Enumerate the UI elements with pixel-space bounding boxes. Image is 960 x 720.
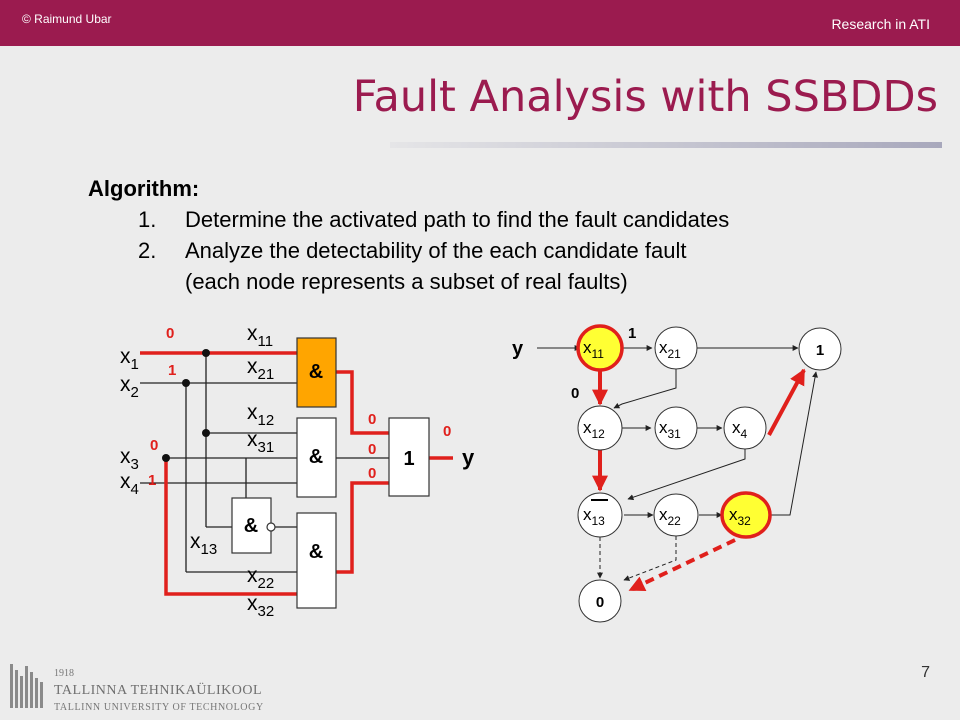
university-logo: 1918 TALLINNA TEHNIKAÜLIKOOL TALLINN UNI… xyxy=(10,664,264,713)
terminal-node-0: 0 xyxy=(578,579,622,623)
logic-circuit: & & & & 1 x1 x2 x3 x4 x11 x21 x12 x31 x1… xyxy=(120,322,475,620)
header-bar: © Raimund Ubar Research in ATI xyxy=(0,0,960,46)
course-title: Research in ATI xyxy=(831,16,930,32)
branch-x32-label: x32 xyxy=(247,592,274,620)
title-underline xyxy=(390,142,942,148)
value-g2-out: 0 xyxy=(368,441,376,458)
junction-dot xyxy=(202,429,210,437)
edge-x4-x13 xyxy=(627,449,746,501)
value-x2: 1 xyxy=(168,362,176,379)
nand-gate-label: & xyxy=(244,515,258,537)
algorithm-note: (each node represents a subset of real f… xyxy=(185,269,628,294)
circuit-wires xyxy=(140,353,389,573)
ssbdd-edges xyxy=(537,345,818,581)
input-x3-label: x3 xyxy=(120,445,139,473)
node-x22: x22 xyxy=(653,493,699,537)
algorithm-step-1: 1. Determine the activated path to find t… xyxy=(88,204,729,235)
algorithm-step-2: 2. Analyze the detectability of the each … xyxy=(88,235,729,266)
edge-x4-1-active xyxy=(767,368,806,436)
input-x4-label: x4 xyxy=(120,470,139,498)
node-x21: x21 xyxy=(654,326,698,370)
svg-text:x31: x31 xyxy=(659,418,681,441)
step-text: Analyze the detectability of the each ca… xyxy=(185,238,687,263)
svg-text:1: 1 xyxy=(816,342,824,359)
circuit-output-label: y xyxy=(462,445,475,470)
junction-dot xyxy=(162,454,170,462)
node-x13-inverted: x13 xyxy=(577,492,623,538)
ssbdd-graph: x11 x21 x12 x31 x4 x13 xyxy=(512,324,842,623)
node-x11: x11 xyxy=(576,324,624,372)
input-x2-label: x2 xyxy=(120,373,139,401)
node-x12: x12 xyxy=(577,405,623,451)
copyright-text: © Raimund Ubar xyxy=(22,12,112,26)
value-x1: 0 xyxy=(166,325,174,342)
svg-text:x21: x21 xyxy=(659,338,681,361)
ssbdd-activated-edges xyxy=(592,368,806,592)
edge-label-false: 0 xyxy=(571,385,579,402)
logo-emblem xyxy=(10,664,43,708)
edge-label-true: 1 xyxy=(628,325,636,342)
branch-x22-label: x22 xyxy=(247,564,274,592)
algorithm-heading: Algorithm: xyxy=(88,176,200,201)
svg-text:0: 0 xyxy=(596,594,604,611)
node-x4: x4 xyxy=(723,406,767,450)
and-gate-3-label: & xyxy=(309,541,323,563)
value-g1-out: 0 xyxy=(368,411,376,428)
step-number: 1. xyxy=(138,207,157,232)
slide-title: Fault Analysis with SSBDDs xyxy=(352,72,938,122)
wire-x32 xyxy=(164,458,297,596)
logo-year: 1918 xyxy=(54,668,74,679)
nand-gate xyxy=(231,497,272,554)
and-gate-2 xyxy=(296,417,337,498)
branch-x31-label: x31 xyxy=(247,428,274,456)
terminal-node-1: 1 xyxy=(798,327,842,371)
svg-text:x4: x4 xyxy=(732,418,748,441)
svg-text:x12: x12 xyxy=(583,418,605,441)
node-x31: x31 xyxy=(654,406,698,450)
page-number: 7 xyxy=(921,664,930,681)
input-x1-label: x1 xyxy=(120,345,139,373)
edge-x32-1 xyxy=(771,371,818,516)
wire-g4-out xyxy=(336,481,389,574)
and-gate-1 xyxy=(296,337,337,408)
branch-x13-label: x13 xyxy=(190,530,217,558)
svg-text:x22: x22 xyxy=(659,505,681,528)
branch-x12-label: x12 xyxy=(247,401,274,429)
ssbdd-root-label: y xyxy=(512,338,524,360)
svg-text:x32: x32 xyxy=(729,505,751,528)
step-text: Determine the activated path to find the… xyxy=(185,207,730,232)
value-x4: 1 xyxy=(148,472,156,489)
wire-g1-out xyxy=(336,370,389,435)
activated-path-wires xyxy=(140,351,453,596)
svg-text:x11: x11 xyxy=(583,338,604,361)
value-x3: 0 xyxy=(150,437,158,454)
branch-x11-label: x11 xyxy=(247,322,273,350)
junction-dots xyxy=(162,349,210,462)
or-gate-label: 1 xyxy=(403,448,414,470)
step-number: 2. xyxy=(138,238,157,263)
and-gate-1-label: & xyxy=(309,361,323,383)
algorithm-block: Algorithm: 1. Determine the activated pat… xyxy=(88,173,729,297)
junction-dot xyxy=(182,379,190,387)
and-gate-3 xyxy=(296,512,337,609)
inverter-bubble xyxy=(266,522,276,532)
or-gate xyxy=(388,417,430,497)
edge-x21-x12 xyxy=(613,369,677,409)
junction-dot xyxy=(202,349,210,357)
logo-university-name-en: TALLINN UNIVERSITY OF TECHNOLOGY xyxy=(54,702,264,713)
edge-x22-0 xyxy=(623,536,677,581)
logo-university-name: TALLINNA TEHNIKAÜLIKOOL xyxy=(54,681,262,698)
and-gate-2-label: & xyxy=(309,446,323,468)
node-x32: x32 xyxy=(720,491,772,539)
branch-x21-label: x21 xyxy=(247,355,274,383)
edge-x32-0-active xyxy=(628,538,736,592)
value-g4-out: 0 xyxy=(368,465,376,482)
svg-text:x13: x13 xyxy=(583,505,605,528)
value-y-out: 0 xyxy=(443,423,451,440)
